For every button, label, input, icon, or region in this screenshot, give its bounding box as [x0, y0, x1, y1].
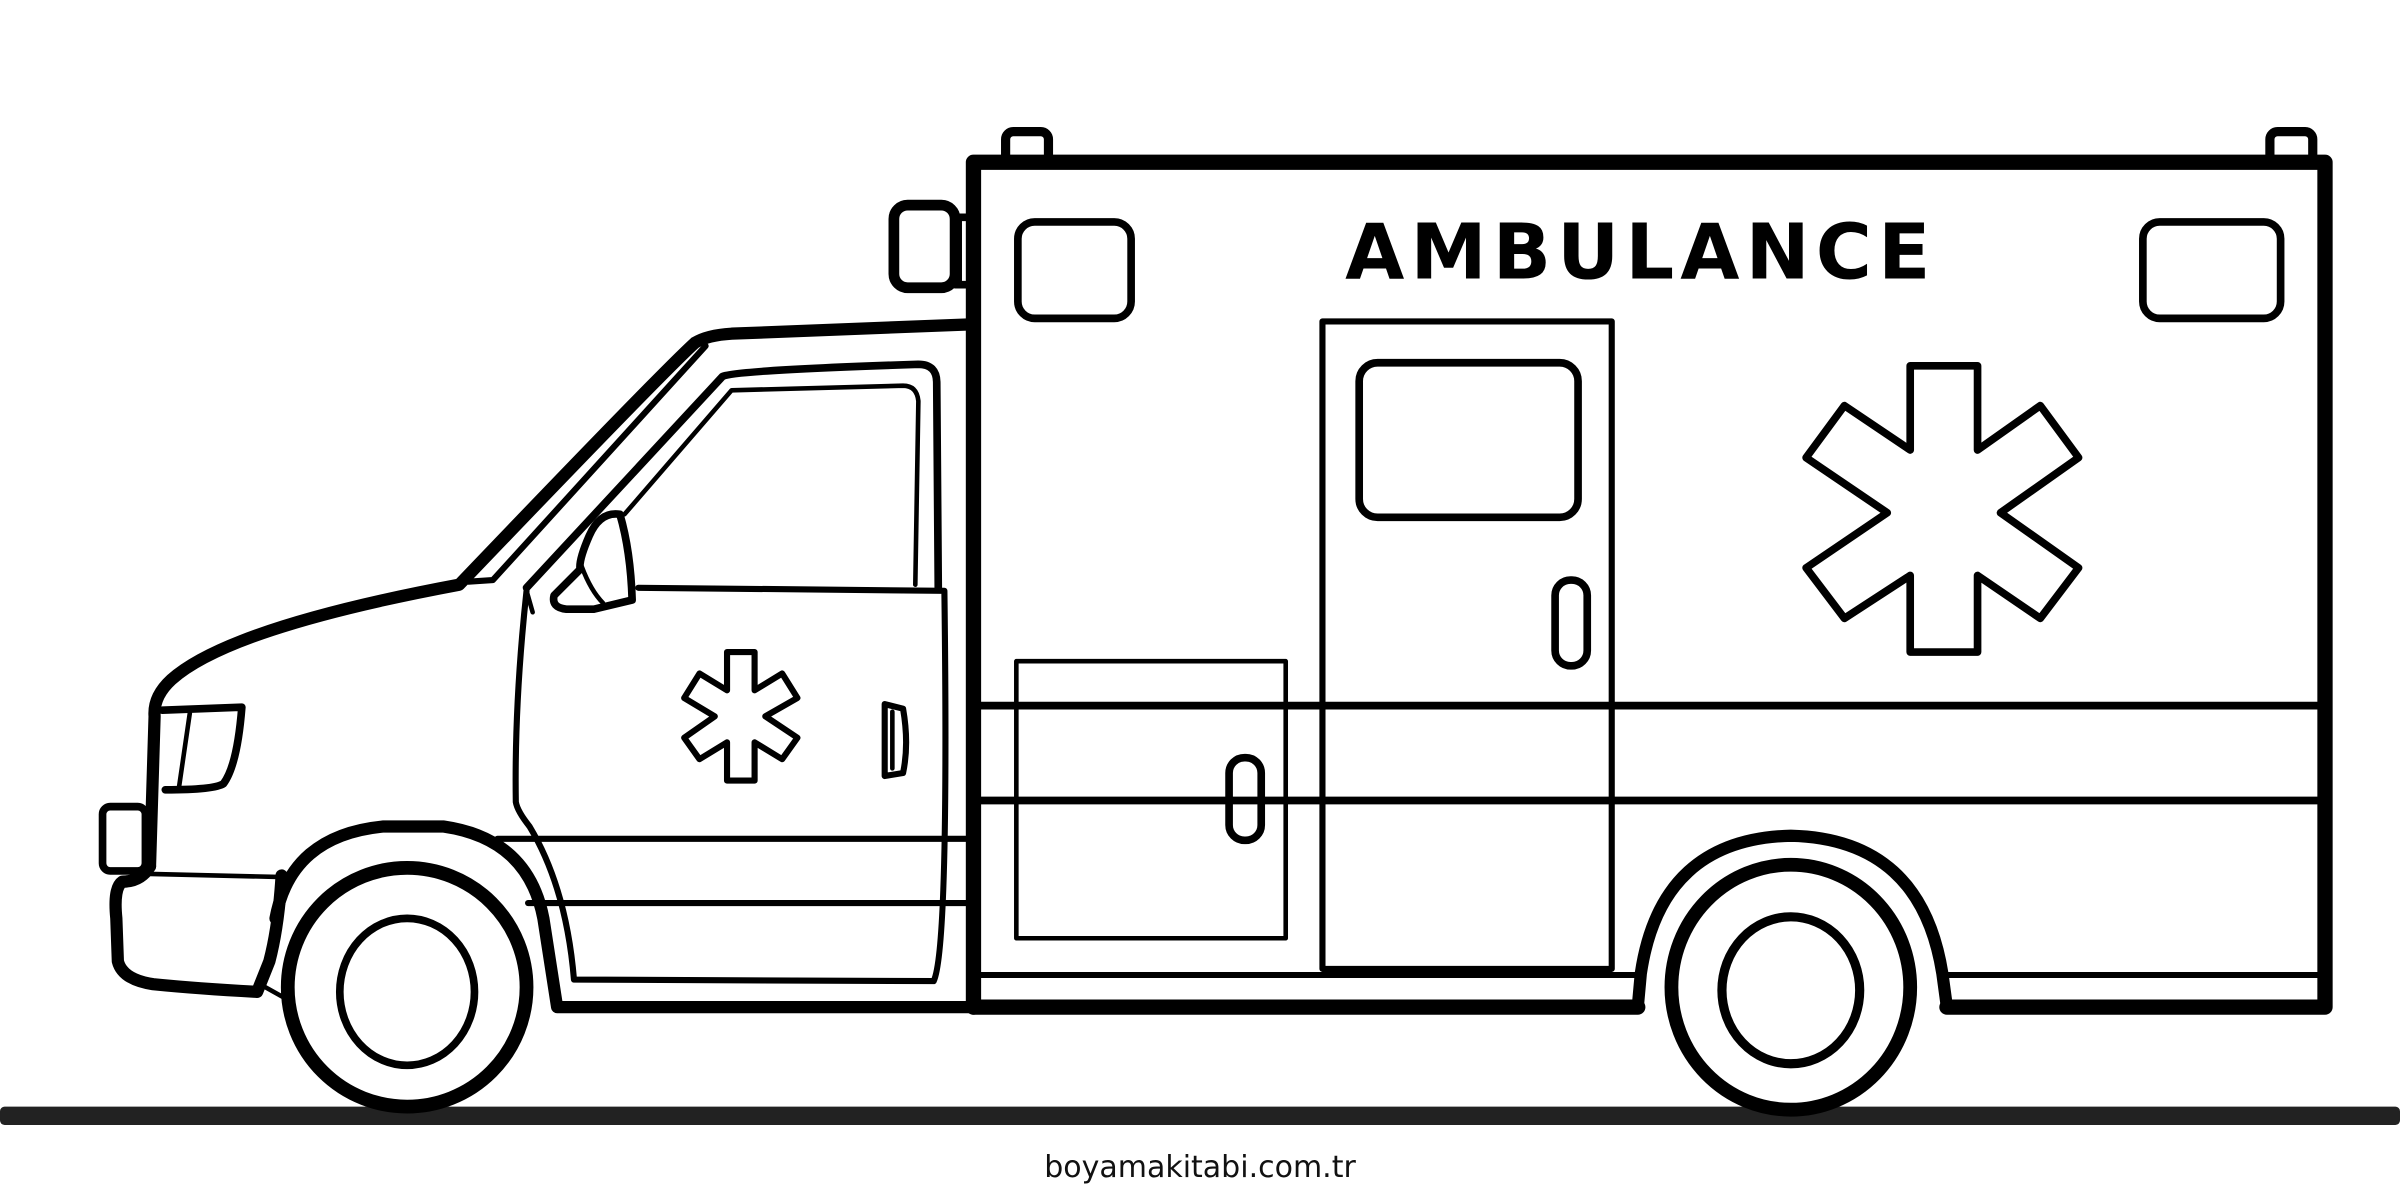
- side-marker-light: [98, 802, 150, 875]
- side-door-window: [1355, 358, 1582, 522]
- front-wheel: [280, 860, 534, 1114]
- side-mirror: [549, 510, 636, 614]
- front-bumper: [109, 860, 288, 998]
- cab-door-handle: [881, 701, 910, 780]
- rear-wheel-arch: [1631, 829, 1954, 1014]
- side-door: [1319, 318, 1615, 972]
- door-star-of-life-icon: [681, 648, 801, 784]
- top-window-left: [1014, 218, 1135, 323]
- headlight: [158, 703, 246, 794]
- ambulance-label: AMBULANCE: [1345, 209, 1936, 298]
- side-door-handle: [1551, 576, 1592, 670]
- storage-hatch-handle: [1225, 753, 1266, 845]
- patient-compartment: AMBULANCE: [965, 127, 2333, 1015]
- cab: [98, 199, 980, 1014]
- star-of-life-icon: [1802, 361, 2083, 656]
- roof-light: [888, 199, 961, 294]
- front-wheel-arch: [269, 820, 980, 1014]
- cab-door: [512, 584, 949, 985]
- rear-wheel: [1664, 857, 1918, 1117]
- top-window-right: [2139, 218, 2285, 323]
- ground-line: [0, 1106, 2400, 1125]
- storage-hatch: [1014, 658, 1289, 941]
- watermark-url: boyamakitabi.com.tr: [1044, 1150, 1356, 1185]
